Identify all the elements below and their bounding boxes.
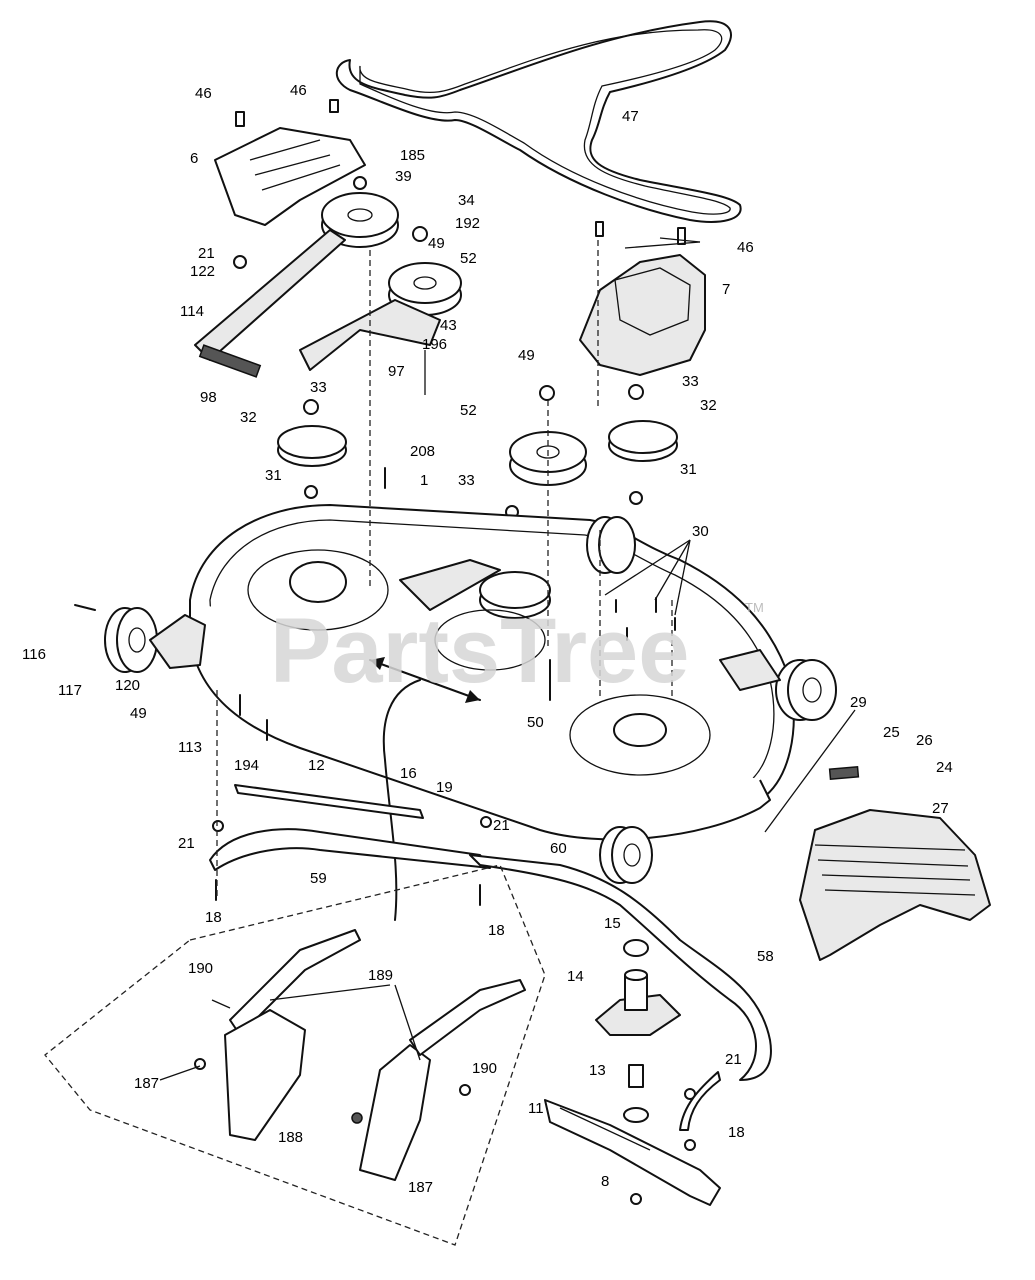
watermark-trademark: TM: [745, 600, 764, 615]
callout-label: 34: [458, 192, 475, 209]
callout-label: 192: [455, 215, 480, 232]
callout-label: 49: [130, 705, 147, 722]
callout-label: 39: [395, 168, 412, 185]
callout-label: 187: [408, 1179, 433, 1196]
callout-label: 190: [472, 1060, 497, 1077]
callout-label: 24: [936, 759, 953, 776]
callout-label: 189: [368, 967, 393, 984]
callout-label: 98: [200, 389, 217, 406]
callout-label: 1: [420, 472, 428, 489]
discharge-chute: [799, 765, 991, 961]
callout-label: 120: [115, 677, 140, 694]
callout-leaders: [159, 237, 856, 1081]
callout-label: 27: [932, 800, 949, 817]
callout-label: 14: [567, 968, 584, 985]
mount-cable: [369, 657, 481, 921]
drive-belt: [335, 20, 742, 223]
callout-label: 49: [428, 235, 445, 252]
callout-label: 32: [700, 397, 717, 414]
idler-pulleys: [194, 176, 462, 395]
callout-label: 31: [265, 467, 282, 484]
callout-label: 16: [400, 765, 417, 782]
callout-label: 117: [58, 682, 82, 699]
callout-label: 50: [527, 714, 544, 731]
callout-label: 187: [134, 1075, 159, 1092]
callout-label: 32: [240, 409, 257, 426]
callout-label: 43: [440, 317, 457, 334]
callout-label: 46: [290, 82, 307, 99]
callout-label: 29: [850, 694, 867, 711]
callout-label: 33: [682, 373, 699, 390]
belt-cover-right: [579, 221, 706, 376]
callout-label: 31: [680, 461, 697, 478]
callout-label: 18: [728, 1124, 745, 1141]
callout-label: 33: [310, 379, 327, 396]
mower-deck-housing: [189, 504, 795, 841]
belt-guard-bracket: [214, 99, 366, 226]
callout-label: 21: [493, 817, 510, 834]
callout-label: 25: [883, 724, 900, 741]
callout-label: 190: [188, 960, 213, 977]
callout-label: 46: [737, 239, 754, 256]
callout-label: 18: [205, 909, 222, 926]
callout-label: 97: [388, 363, 405, 380]
callout-label: 11: [528, 1100, 544, 1117]
deck-wheels: [104, 516, 837, 884]
lift-linkage: [209, 784, 772, 1131]
callout-label: 21: [725, 1051, 742, 1068]
callout-label: 58: [757, 948, 774, 965]
callout-label: 113: [178, 739, 202, 756]
callout-label: 59: [310, 870, 327, 887]
callout-label: 46: [195, 85, 212, 102]
watermark-text: PartsTree: [270, 600, 689, 702]
deck-pulleys: [277, 384, 678, 519]
callout-label: 52: [460, 402, 477, 419]
callout-label: 122: [190, 263, 215, 280]
callout-label: 18: [488, 922, 505, 939]
callout-label: 49: [518, 347, 535, 364]
callout-label: 12: [308, 757, 325, 774]
callout-label: 188: [278, 1129, 303, 1146]
callout-label: 13: [589, 1062, 606, 1079]
callout-label: 15: [604, 915, 621, 932]
callout-label: 208: [410, 443, 435, 460]
callout-label: 116: [22, 646, 46, 663]
bolts: [74, 467, 696, 1205]
callout-label: 33: [458, 472, 475, 489]
callout-label: 114: [180, 303, 204, 320]
callout-label: 185: [400, 147, 425, 164]
anti-scalp-panel: [44, 864, 546, 1246]
callout-label: 47: [622, 108, 639, 125]
callout-label: 60: [550, 840, 567, 857]
spindle-assembly: [544, 939, 721, 1206]
callout-label: 21: [198, 245, 215, 262]
callout-label: 26: [916, 732, 933, 749]
callout-label: 196: [422, 336, 447, 353]
callout-label: 52: [460, 250, 477, 267]
callout-label: 8: [601, 1173, 609, 1190]
callout-label: 6: [190, 150, 198, 167]
callout-label: 7: [722, 281, 730, 298]
callout-label: 194: [234, 757, 259, 774]
callout-label: 21: [178, 835, 195, 852]
dashed-alignment-lines: [216, 240, 673, 900]
callout-label: 19: [436, 779, 453, 796]
callout-label: 30: [692, 523, 709, 540]
